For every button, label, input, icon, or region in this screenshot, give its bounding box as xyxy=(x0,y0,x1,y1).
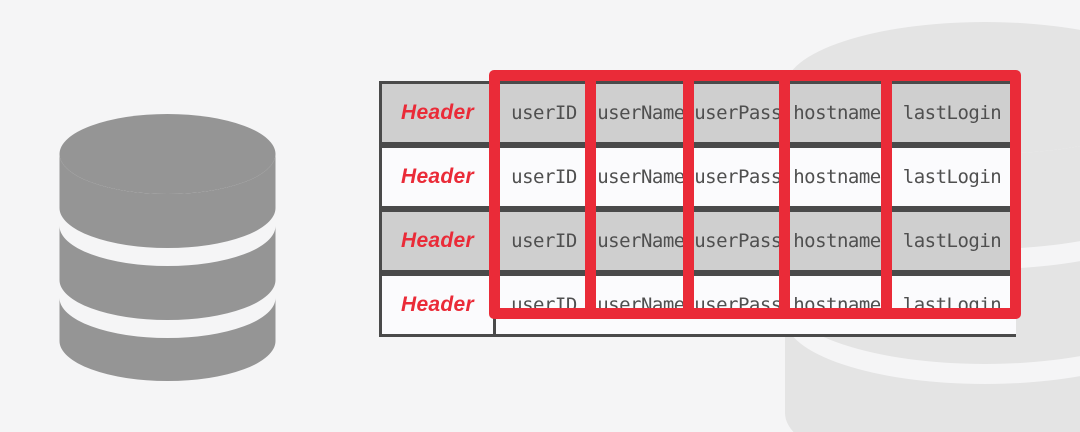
table-row: Header userID userName userPass hostname… xyxy=(379,145,1016,209)
cell-lastlogin: lastLogin xyxy=(888,209,1016,273)
cell-userpass: userPass xyxy=(690,273,786,337)
row-header-label: Header xyxy=(379,81,496,145)
cell-lastlogin: lastLogin xyxy=(888,273,1016,337)
cell-lastlogin: lastLogin xyxy=(888,81,1016,145)
cell-userid: userID xyxy=(496,145,592,209)
cell-hostname: hostname xyxy=(786,209,888,273)
table-row: Header userID userName userPass hostname… xyxy=(379,273,1016,337)
cell-hostname: hostname xyxy=(786,81,888,145)
row-header-label: Header xyxy=(379,145,496,209)
cell-userid: userID xyxy=(496,81,592,145)
cell-username: userName xyxy=(592,81,690,145)
table-row: Header userID userName userPass hostname… xyxy=(379,81,1016,145)
cell-hostname: hostname xyxy=(786,145,888,209)
cell-lastlogin: lastLogin xyxy=(888,145,1016,209)
cell-userid: userID xyxy=(496,209,592,273)
cell-userpass: userPass xyxy=(690,81,786,145)
database-icon xyxy=(59,114,276,381)
cell-hostname: hostname xyxy=(786,273,888,337)
row-header-label: Header xyxy=(379,209,496,273)
cell-userpass: userPass xyxy=(690,145,786,209)
row-header-label: Header xyxy=(379,273,496,337)
cell-userid: userID xyxy=(496,273,592,337)
database-schema-table: Header userID userName userPass hostname… xyxy=(379,81,1016,337)
cell-username: userName xyxy=(592,273,690,337)
cell-username: userName xyxy=(592,145,690,209)
cell-userpass: userPass xyxy=(690,209,786,273)
table-row: Header userID userName userPass hostname… xyxy=(379,209,1016,273)
cell-username: userName xyxy=(592,209,690,273)
